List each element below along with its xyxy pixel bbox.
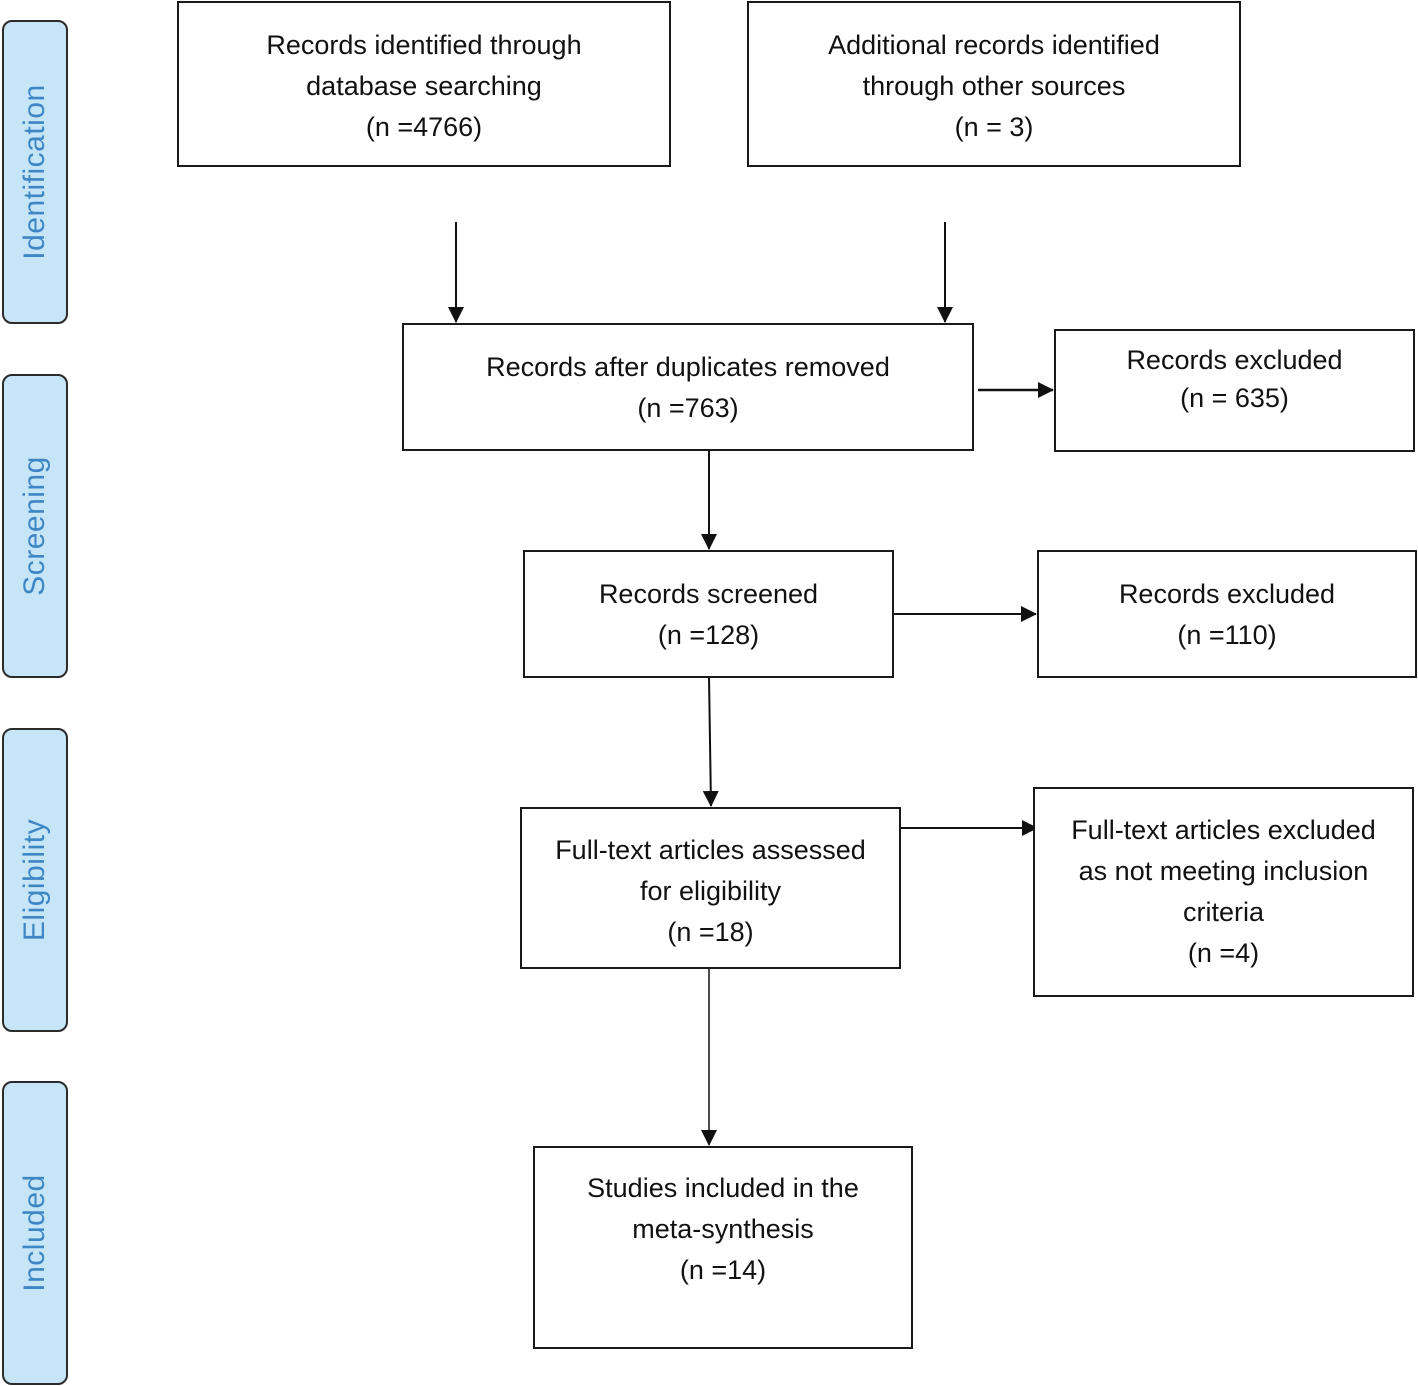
box-text-line: Records after duplicates removed [486, 352, 890, 382]
box-text-line: (n = 3) [954, 112, 1034, 142]
box-database-search: Records identified through database sear… [177, 1, 671, 167]
box-text-line: through other sources [862, 71, 1126, 101]
box-text-line: Full-text articles excluded [1071, 815, 1376, 845]
box-duplicates-removed: Records after duplicates removed (n =763… [402, 323, 974, 451]
box-text-line: Records excluded [1126, 345, 1343, 375]
box-text-line: criteria [1182, 897, 1264, 927]
box-text-line: Records screened [598, 579, 819, 609]
box-text-line: Full-text articles assessed [555, 835, 866, 865]
box-included-studies: Studies included in the meta-synthesis (… [533, 1146, 913, 1349]
box-text-line: Studies included in the [587, 1173, 859, 1203]
phase-included: Included [2, 1081, 68, 1385]
box-text-line: (n =14) [679, 1255, 767, 1285]
box-text-line: (n =4) [1187, 938, 1260, 968]
box-text-line: (n =18) [667, 917, 754, 947]
box-text-line: Additional records identified [828, 30, 1160, 60]
box-text-line: (n =4766) [365, 112, 483, 142]
box-text-line: Records identified through [266, 30, 582, 60]
box-text-line: Records excluded [1118, 579, 1336, 609]
arrow-screened-to-fulltext [702, 676, 719, 807]
box-fulltext-excluded: Full-text articles excluded as not meeti… [1033, 787, 1414, 997]
box-text-line: database searching [306, 71, 542, 101]
box-text-line: as not meeting inclusion [1078, 856, 1369, 886]
box-text-line: (n = 635) [1180, 383, 1289, 413]
box-text-line: meta-synthesis [632, 1214, 814, 1244]
box-screened: Records screened (n =128) [523, 550, 894, 678]
box-fulltext-assessed: Full-text articles assessed for eligibil… [520, 807, 901, 969]
box-other-sources: Additional records identified through ot… [747, 1, 1241, 167]
phase-identification: Identification [2, 20, 68, 324]
phase-eligibility: Eligibility [2, 728, 68, 1032]
box-text-line: (n =128) [657, 620, 760, 650]
box-text-line: for eligibility [639, 876, 782, 906]
box-excluded-first: Records excluded (n = 635) [1054, 329, 1415, 452]
box-excluded-screening: Records excluded (n =110) [1037, 550, 1417, 678]
box-text-line: (n =763) [637, 393, 739, 423]
phase-screening: Screening [2, 374, 68, 678]
box-text-line: (n =110) [1177, 620, 1277, 650]
